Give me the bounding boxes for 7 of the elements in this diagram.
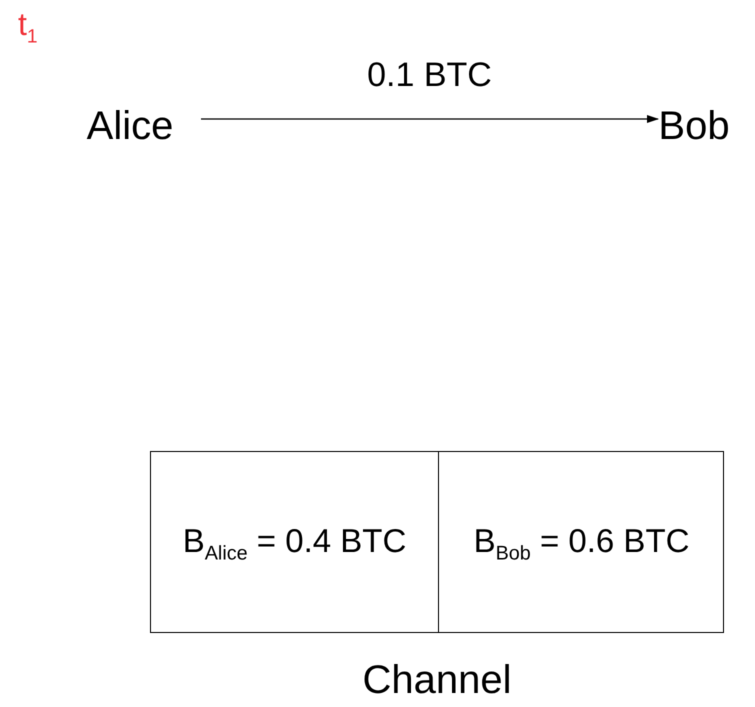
box-heading: Channel — [361, 660, 512, 700]
time-label: t$_{1}$ — [18, 8, 38, 47]
arrow — [201, 115, 659, 123]
party-label: Alice — [74, 100, 186, 154]
balance-cell: B$_{Bob}$ = 0.6 BTC — [438, 452, 724, 632]
party-label: Bob — [646, 100, 742, 154]
balance-cell: B$_{Alice}$ = 0.4 BTC — [151, 452, 438, 632]
